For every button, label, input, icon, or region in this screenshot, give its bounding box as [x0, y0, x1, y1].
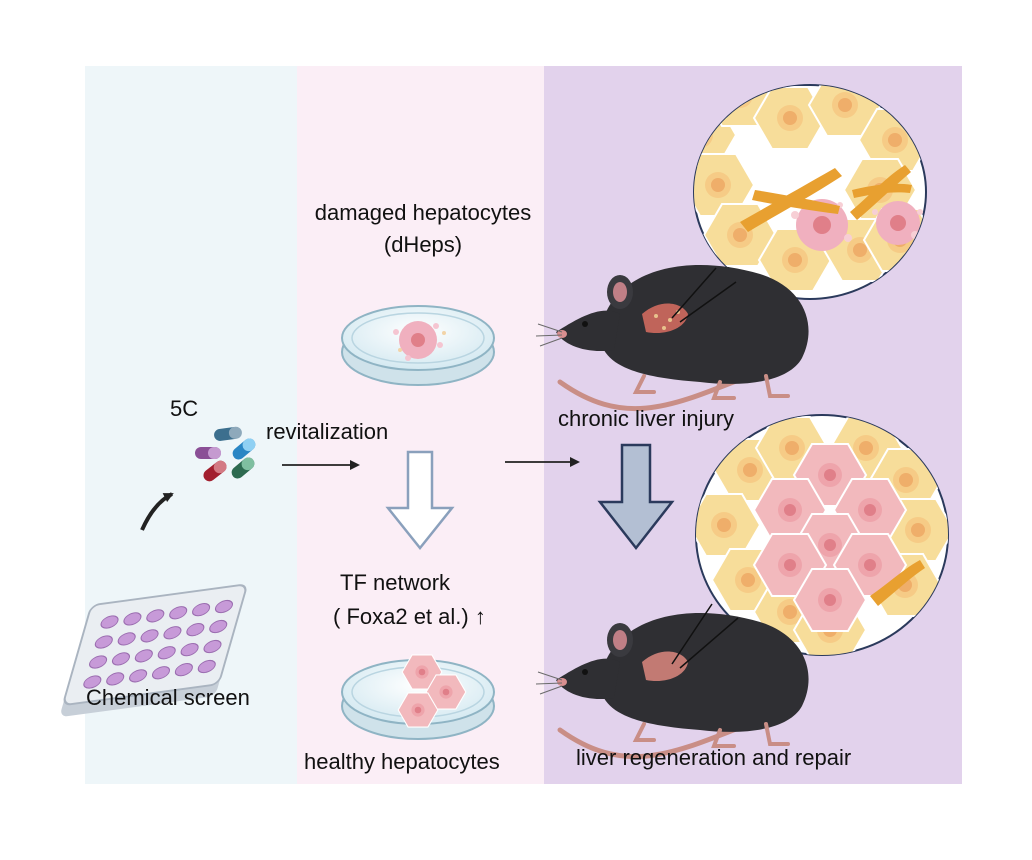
well-plate-icon	[61, 584, 247, 717]
label-damaged-hepatocytes: damaged hepatocytes	[314, 200, 532, 225]
label-liver-regeneration: liver regeneration and repair	[576, 745, 852, 770]
fibrosis-strand	[740, 165, 912, 232]
label-5c: 5C	[170, 396, 199, 421]
magnified-tissue-icon	[693, 84, 927, 300]
label-tf-network: TF network	[340, 570, 451, 595]
capsule-icon	[195, 426, 256, 482]
label-dheps: (dHeps)	[383, 232, 463, 257]
arrow-down-icon	[597, 443, 675, 551]
label-healthy-hepatocytes: healthy hepatocytes	[304, 749, 500, 774]
fibrosis-strand	[870, 560, 925, 606]
petri-dish-icon	[341, 654, 495, 740]
label-foxa2: ( Foxa2 et al.) ↑	[333, 604, 486, 629]
label-revitalization: revitalization	[266, 419, 389, 444]
arrow-right-icon	[140, 492, 174, 531]
magnified-tissue-icon	[695, 414, 949, 656]
mouse-icon	[536, 613, 809, 757]
petri-dish-icon	[341, 305, 495, 386]
label-chronic-liver-injury: chronic liver injury	[558, 406, 735, 431]
arrow-down-icon	[385, 450, 455, 551]
liver-healthy	[642, 651, 688, 682]
label-chemical-screen: Chemical screen	[86, 685, 250, 710]
damaged-cell	[876, 201, 920, 245]
damaged-cell	[393, 321, 446, 361]
